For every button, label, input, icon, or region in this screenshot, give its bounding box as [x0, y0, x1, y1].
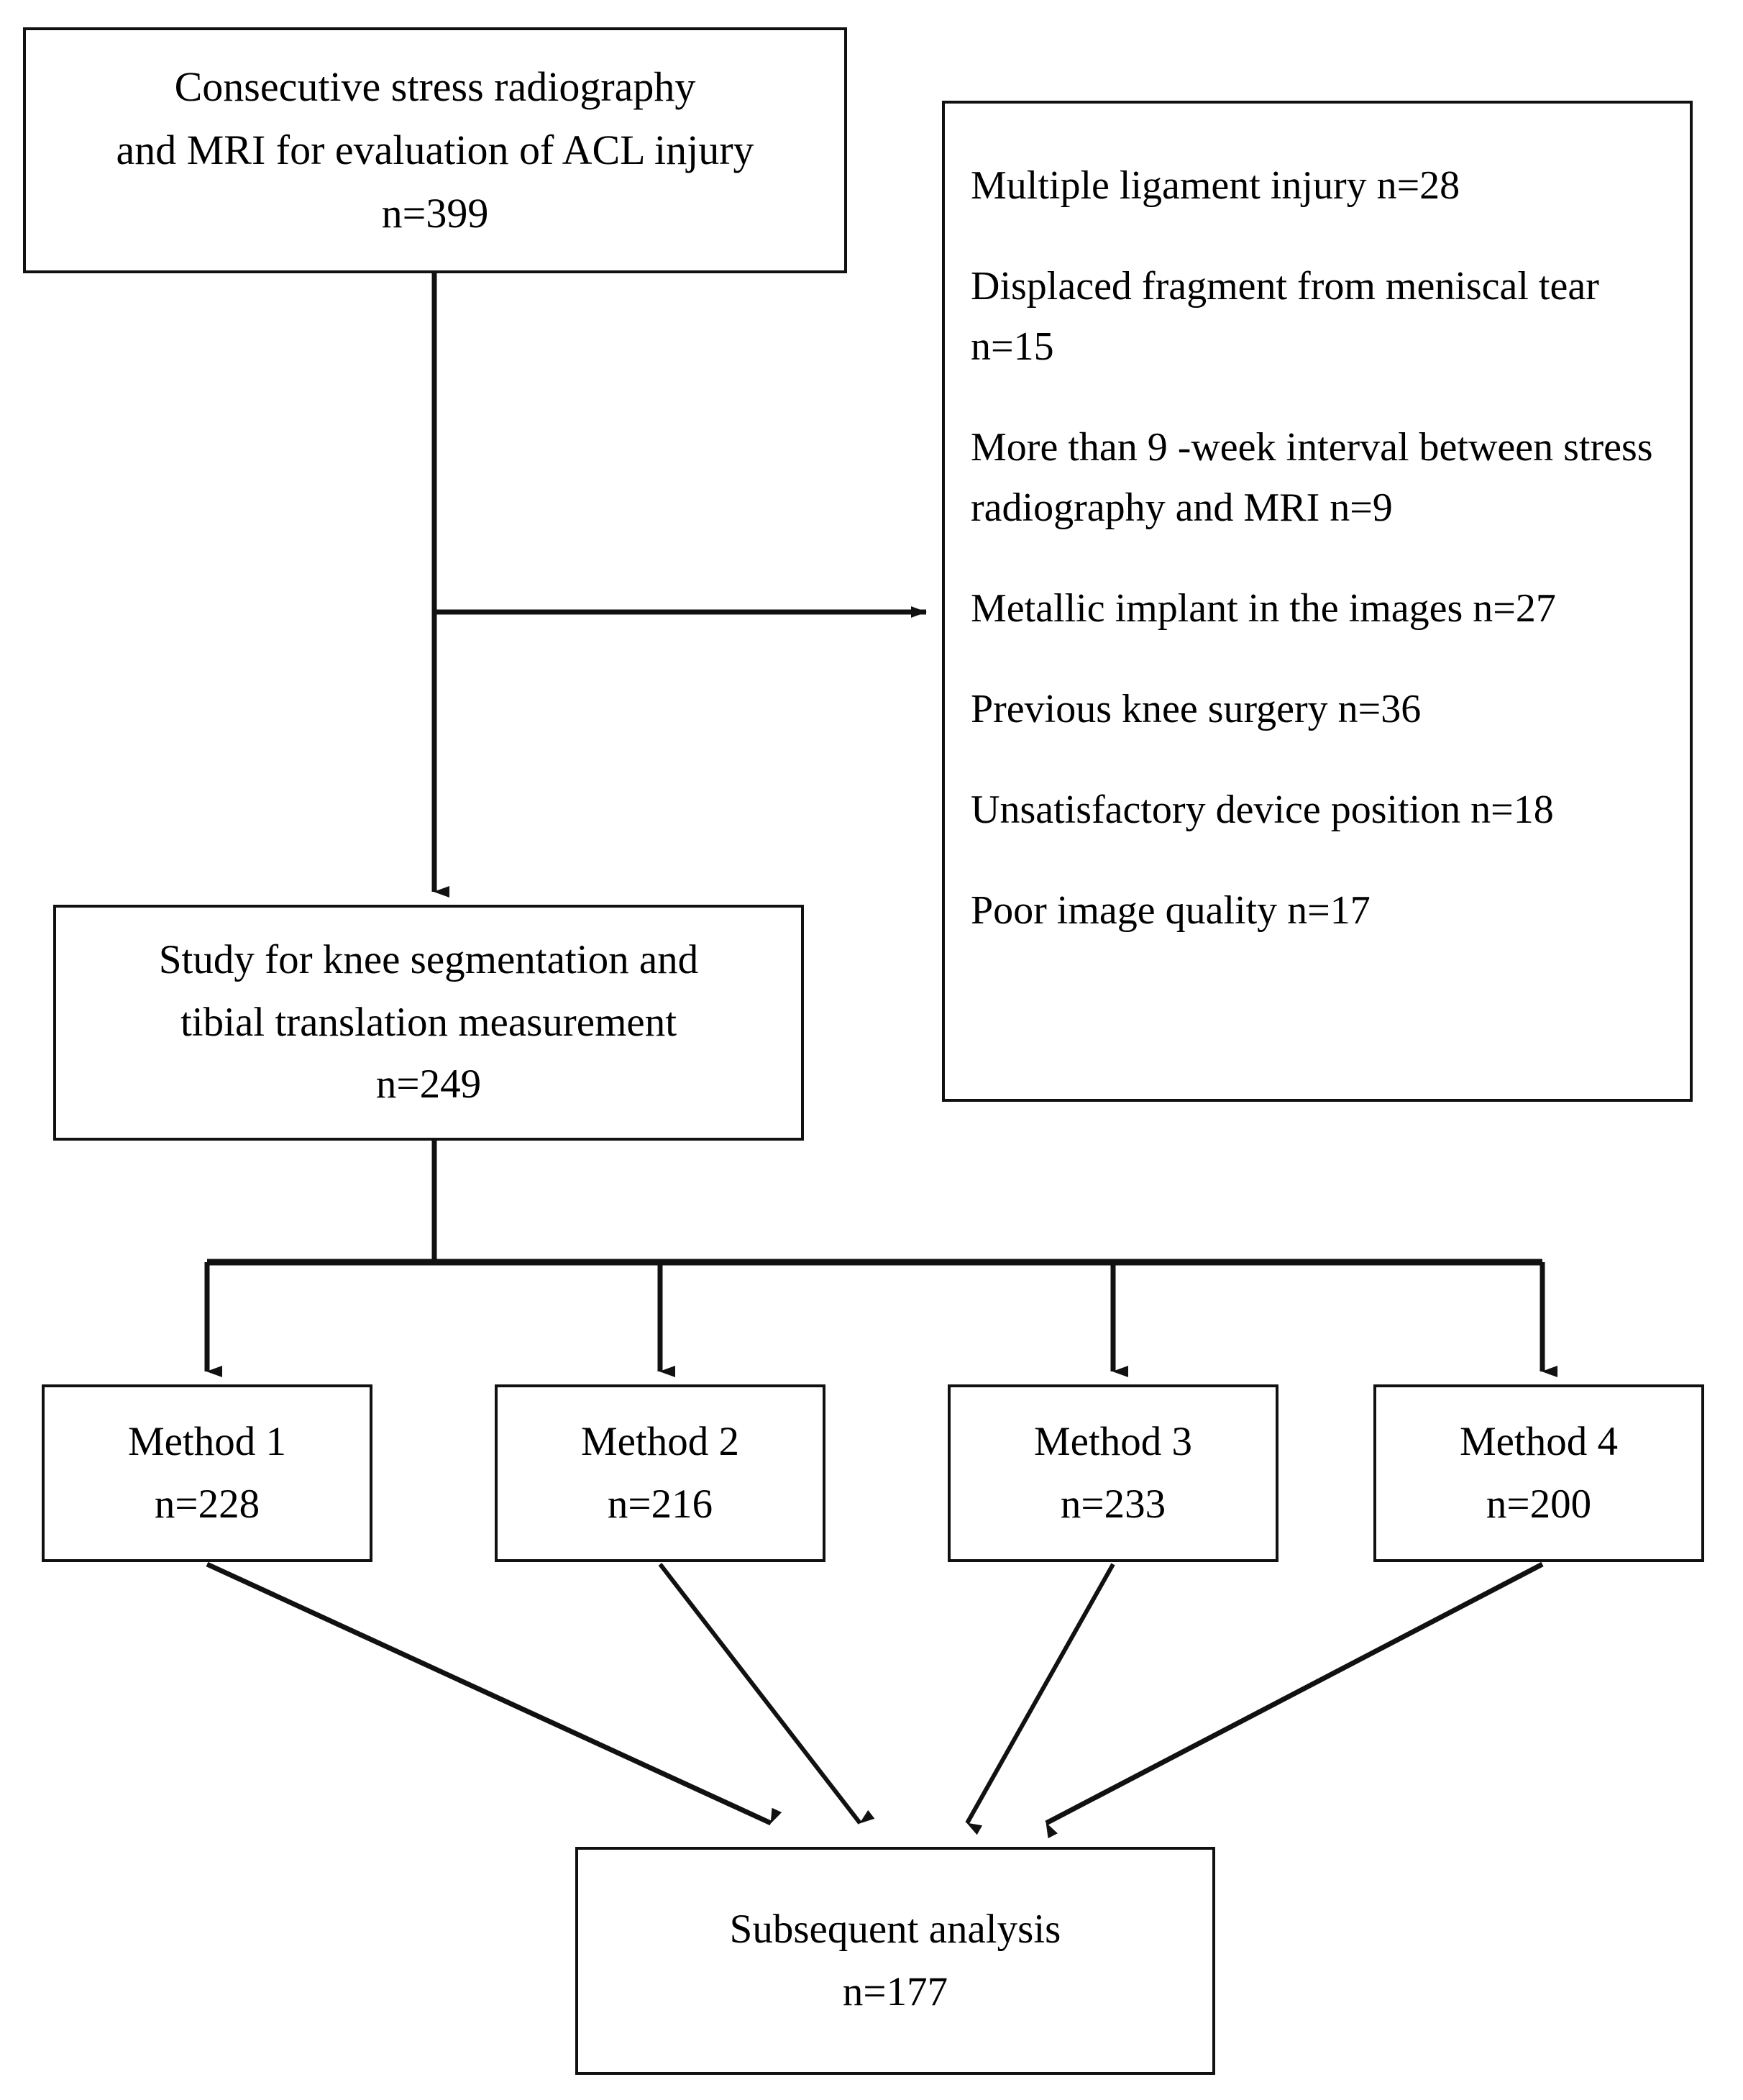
edge-study-to-methods: [204, 1141, 1557, 1377]
exclusion-item-multiple-ligament-injury: Multiple ligament injury n=28: [971, 163, 1460, 208]
node-method-2: Method 2 n=216: [495, 1384, 825, 1562]
node-enrollment-count: n=399: [381, 190, 489, 237]
node-subsequent-count: n=177: [842, 1968, 948, 2014]
node-method-1-count: n=228: [154, 1481, 260, 1527]
node-exclusion-criteria: Multiple ligament injury n=28 Displaced …: [942, 101, 1693, 1102]
exclusion-item-metallic-implant: Metallic implant in the images n=27: [971, 586, 1556, 631]
node-method-1-label: Method 1: [127, 1418, 287, 1464]
node-method-4-label: Method 4: [1459, 1418, 1619, 1464]
node-study-line-2: tibial translation measurement: [180, 999, 677, 1045]
node-study-population: Study for knee segmentation and tibial t…: [53, 905, 804, 1141]
edge-methods-to-subsequent: [206, 1561, 1544, 1839]
exclusion-item-interval-too-long: More than 9 -week interval between stres…: [971, 425, 1653, 530]
node-study-line-1: Study for knee segmentation and: [158, 937, 699, 983]
exclusion-item-device-position: Unsatisfactory device position n=18: [971, 788, 1554, 832]
node-enrollment-line-2: and MRI for evaluation of ACL injury: [116, 126, 754, 173]
node-enrollment-line-1: Consecutive stress radiography: [174, 63, 696, 110]
exclusion-item-previous-knee-surgery: Previous knee surgery n=36: [971, 687, 1422, 731]
edge-enrollment-to-exclusions: [431, 273, 927, 618]
node-method-3-label: Method 3: [1033, 1418, 1193, 1464]
node-method-4: Method 4 n=200: [1373, 1384, 1704, 1562]
node-method-2-count: n=216: [607, 1481, 713, 1527]
node-method-2-label: Method 2: [580, 1418, 740, 1464]
node-method-3-count: n=233: [1060, 1481, 1166, 1527]
node-subsequent-analysis: Subsequent analysis n=177: [575, 1847, 1215, 2075]
node-method-1: Method 1 n=228: [42, 1384, 372, 1562]
node-subsequent-label: Subsequent analysis: [729, 1906, 1061, 1952]
exclusion-item-poor-image-quality: Poor image quality n=17: [971, 888, 1371, 933]
node-enrollment: Consecutive stress radiography and MRI f…: [23, 27, 847, 273]
node-method-4-count: n=200: [1486, 1481, 1592, 1527]
node-study-count: n=249: [375, 1062, 482, 1108]
exclusion-item-displaced-fragment: Displaced fragment from meniscal tear n=…: [971, 264, 1599, 369]
node-method-3: Method 3 n=233: [948, 1384, 1278, 1562]
